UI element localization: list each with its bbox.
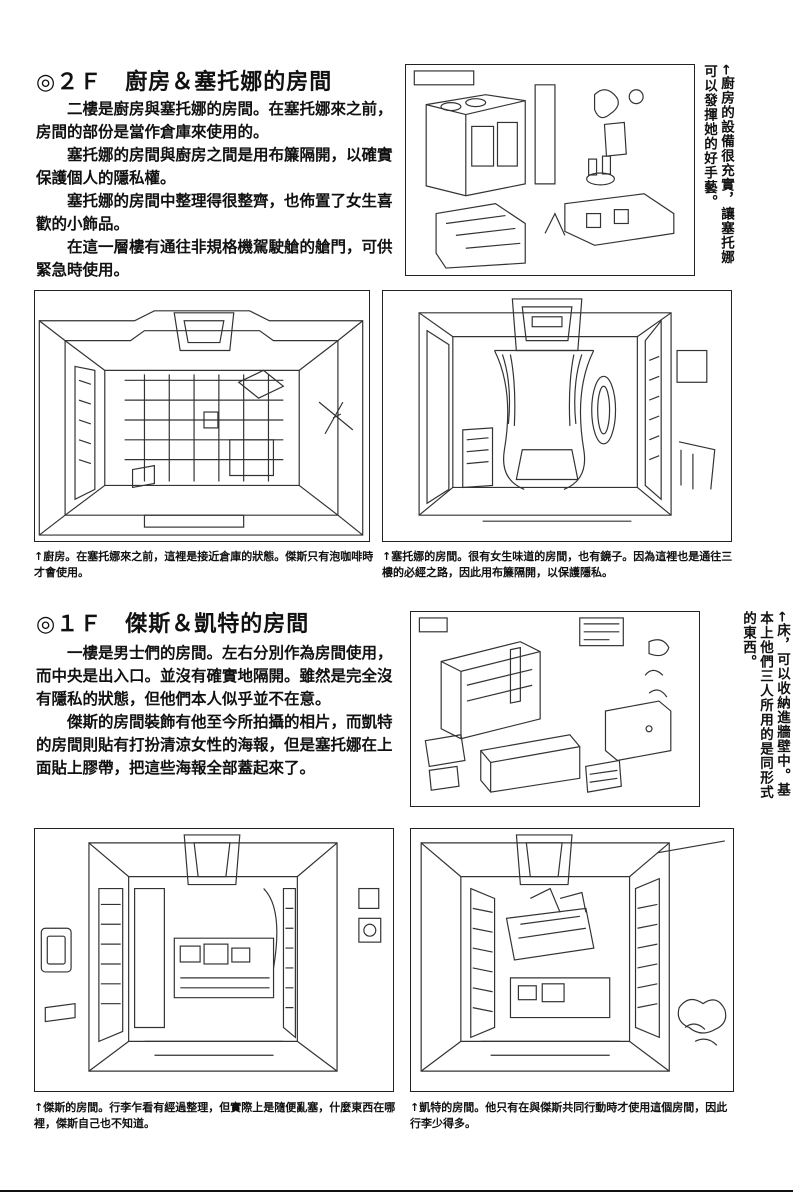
section-2f-title: ◎２Ｆ 廚房＆塞托娜的房間: [36, 70, 333, 95]
bottom-rule: [0, 1190, 793, 1192]
section-2f-body: 二樓是廚房與塞托娜的房間。在塞托娜來之前，房間的部份是當作倉庫來使用的。 塞托娜…: [36, 98, 396, 282]
jess-room-caption: ↑傑斯的房間。行李乍看有經過整理，但實際上是隨便亂塞，什麼東西在哪裡，傑斯自己也…: [34, 1101, 396, 1130]
kitchen-equipment-sketch: [405, 64, 695, 276]
section-1f-body: 一樓是男士們的房間。左右分別作為房間使用，而中央是出入口。並沒有確實地隔開。雖然…: [36, 642, 396, 780]
section-2f-paragraph: 二樓是廚房與塞托娜的房間。在塞托娜來之前，房間的部份是當作倉庫來使用的。: [36, 100, 393, 141]
kitchen-room-sketch: [34, 290, 370, 542]
kitchen-caption: ↑廚房。在塞托娜來之前，這裡是接近倉庫的狀態。傑斯只有泡咖啡時才會使用。: [34, 550, 374, 579]
section-1f-paragraph: 傑斯的房間裝飾有他至今所拍攝的相片，而凱特的房間則貼有打扮清涼女性的海報，但是塞…: [36, 713, 393, 777]
section-1f-paragraph: 一樓是男士們的房間。左右分別作為房間使用，而中央是出入口。並沒有確實地隔開。雖然…: [36, 644, 393, 708]
section-2f-paragraph: 塞托娜的房間中整理得很整齊，也佈置了女生喜歡的小飾品。: [36, 192, 393, 233]
section-2f-side-note: ←廚房的設備很充實，讓塞托娜可以發揮她的好手藝。: [701, 64, 734, 265]
bed-sketch: [410, 611, 700, 807]
kate-room-caption: ↑凱特的房間。他只有在與傑斯共同行動時才使用這個房間，因此行李少得多。: [410, 1101, 728, 1130]
section-2f-paragraph: 塞托娜的房間與廚房之間是用布簾隔開，以確實保護個人的隱私權。: [36, 146, 393, 187]
section-2f-paragraph: 在這一層樓有通往非規格機駕駛艙的艙門，可供緊急時使用。: [36, 238, 393, 279]
setona-room-sketch: [382, 290, 732, 542]
setona-room-caption: ↑塞托娜的房間。很有女生味道的房間，也有鏡子。因為這裡也是通往三樓的必經之路，因…: [382, 550, 733, 579]
kate-room-sketch: [410, 828, 734, 1092]
section-1f-title: ◎１Ｆ 傑斯＆凱特的房間: [36, 612, 310, 637]
jess-room-sketch: [34, 828, 394, 1092]
section-1f-side-note: ←床，可以收納進牆壁中。基本上他們三人所用的是同形式的東西。: [740, 611, 790, 800]
